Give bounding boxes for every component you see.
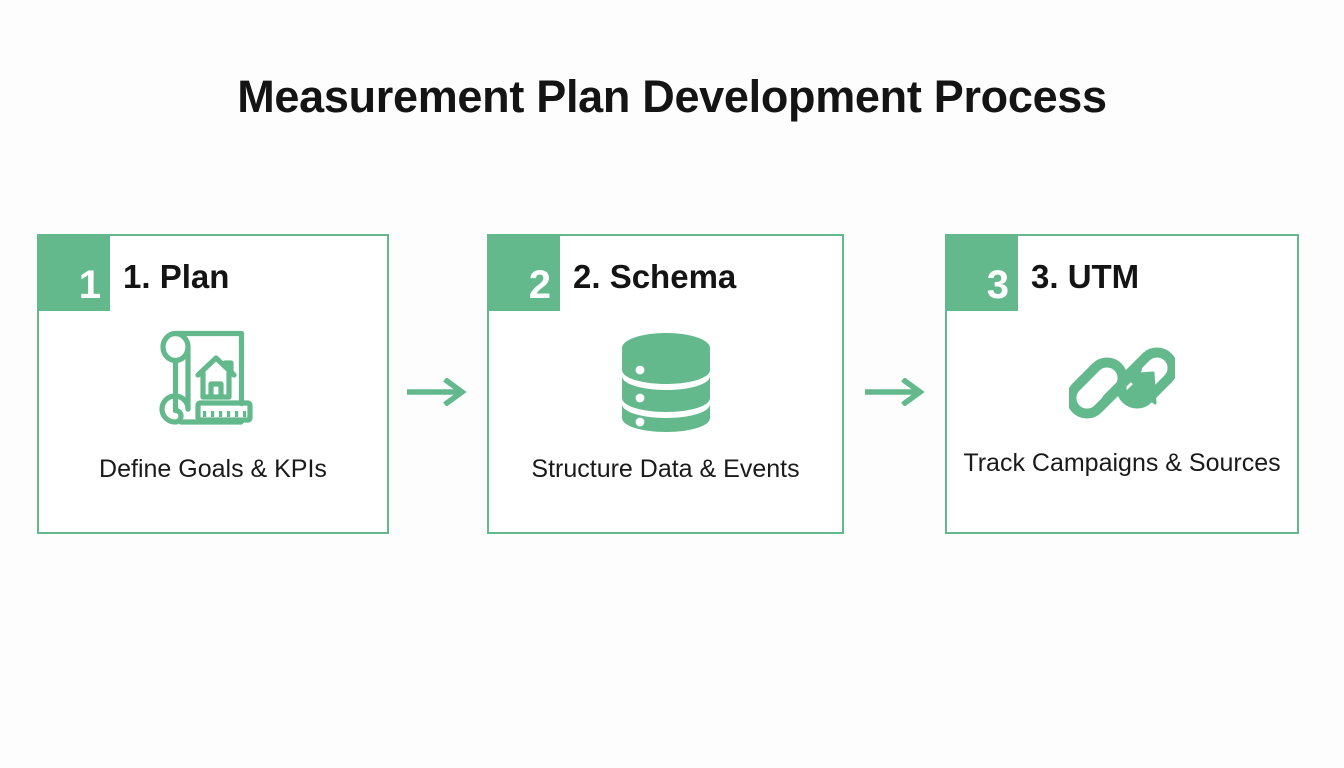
- page-title: Measurement Plan Development Process: [237, 71, 1107, 122]
- chain-link-arrow-icon: [947, 322, 1297, 444]
- process-step-card-2: 2 2. Schema Structure Data & Events: [487, 234, 844, 534]
- step-caption-2: Structure Data & Events: [531, 455, 800, 483]
- step-number-1: 1: [78, 263, 101, 307]
- step-number-2: 2: [528, 263, 551, 307]
- database-stack-icon: [489, 322, 842, 444]
- step-number-badge-2: 2: [488, 235, 560, 311]
- step-title-3: 3. UTM: [1031, 258, 1140, 295]
- step-number-badge-3: 3: [946, 235, 1018, 311]
- arrow-right-icon-1: [406, 377, 469, 407]
- step-title-1: 1. Plan: [123, 258, 230, 295]
- step-caption-3: Track Campaigns & Sources: [963, 449, 1281, 477]
- blueprint-house-ruler-icon: [39, 322, 387, 444]
- step-number-badge-1: 1: [38, 235, 110, 311]
- process-step-card-1: 1 1. Plan: [37, 234, 389, 534]
- step-number-3: 3: [986, 263, 1009, 307]
- step-title-2: 2. Schema: [573, 258, 737, 295]
- process-step-card-3: 3 3. UTM Track Campaigns & Sources: [945, 234, 1299, 534]
- process-flow-diagram: 1 1. Plan: [37, 234, 1299, 536]
- step-caption-1: Define Goals & KPIs: [99, 455, 327, 483]
- arrow-right-icon-2: [864, 377, 927, 407]
